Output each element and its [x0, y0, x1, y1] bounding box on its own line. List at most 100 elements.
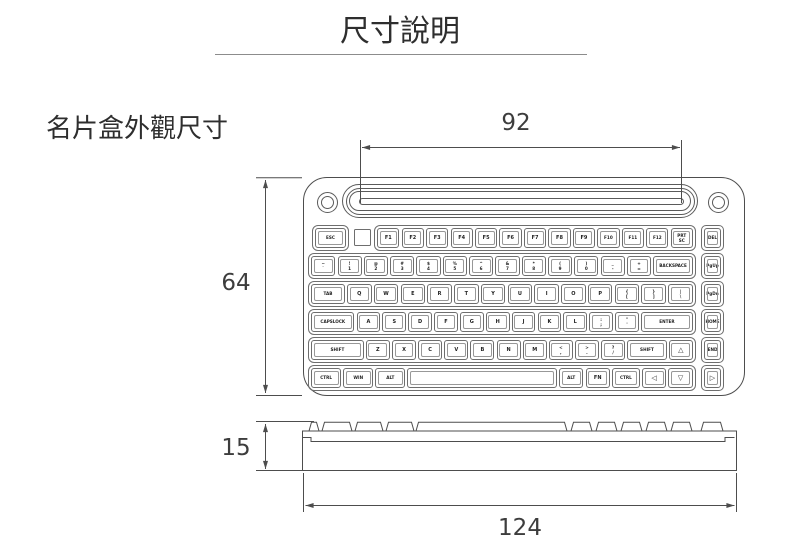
key-label: < — [559, 344, 563, 350]
key-enter: ENTER — [641, 312, 693, 332]
key-o: O — [561, 284, 586, 304]
key-label: U — [517, 290, 522, 297]
key-t: T — [454, 284, 479, 304]
key-label: F11 — [628, 234, 638, 240]
key-label: ◁ — [651, 373, 657, 382]
key-tab: TAB — [311, 284, 345, 304]
key-label: TAB — [323, 290, 333, 296]
key-shift-left: SHIFT — [311, 340, 364, 360]
key-label: { — [625, 288, 629, 294]
right-screw-hole-outer-icon — [708, 192, 729, 213]
key-label: * — [532, 260, 535, 266]
number-key-row: ~`!1@2#3$4%5^6&7*8(9)0_-+=BACKSPACE — [308, 253, 696, 279]
card-slot-outline-3 — [349, 191, 691, 211]
key-label: 4 — [427, 266, 430, 271]
key-minus: _- — [600, 256, 625, 276]
key-7: &7 — [495, 256, 520, 276]
key-label: CAPSLOCK — [320, 318, 346, 324]
key-label: E — [411, 290, 415, 297]
key-shift-right: SHIFT — [627, 340, 667, 360]
key-f12: F12 — [646, 228, 669, 248]
key-b: B — [470, 340, 495, 360]
key-label: % — [452, 260, 457, 266]
key-label: Z — [376, 346, 380, 353]
key-f: F — [434, 312, 458, 332]
key-label: | — [679, 288, 682, 294]
key-label: = — [637, 266, 641, 271]
key-label: PgDn — [706, 290, 719, 296]
key-label: N — [506, 346, 511, 353]
key-3: #3 — [390, 256, 415, 276]
key-label: H — [495, 318, 500, 325]
key-d: D — [408, 312, 432, 332]
key-label: ▷ — [709, 373, 716, 382]
key-label: # — [400, 260, 404, 266]
key-j: J — [511, 312, 536, 332]
key-label: ` — [322, 266, 325, 271]
key-label: F3 — [433, 234, 441, 241]
key-label: I — [545, 290, 548, 297]
key-backtick: ~` — [311, 256, 336, 276]
key-label: A — [366, 318, 371, 325]
key-del: DEL — [704, 228, 721, 248]
dimension-thickness: 15 — [221, 435, 251, 461]
key-label: ^ — [479, 260, 483, 266]
key-label: X — [402, 346, 406, 353]
key-label: SHIFT — [330, 346, 345, 352]
key-label: 6 — [479, 266, 483, 271]
key-label: PgUp — [706, 262, 719, 268]
key-label: " — [625, 316, 629, 322]
key-label: Q — [357, 290, 362, 297]
key-home: HOME — [704, 312, 721, 332]
key-label: , — [560, 350, 562, 355]
key-label: 0 — [584, 266, 588, 271]
key-slash: ?/ — [601, 340, 626, 360]
key-label: ESC — [326, 234, 335, 240]
key-pgdn: PgDn — [704, 284, 721, 304]
key-label: ALT — [386, 374, 395, 380]
key-label: CTRL — [619, 374, 632, 380]
key-arrow-right: ▷ — [704, 368, 721, 388]
key-s: S — [382, 312, 407, 332]
key-label: F — [444, 318, 448, 325]
key-arrow-down: ▽ — [668, 368, 693, 388]
key-e: E — [400, 284, 426, 304]
key-label: F6 — [507, 234, 515, 241]
key-label: : — [600, 316, 602, 322]
key-m: M — [522, 340, 547, 360]
key-h: H — [485, 312, 510, 332]
key-label: ( — [559, 260, 562, 266]
key-label: ▽ — [677, 373, 684, 382]
key-f11: F11 — [621, 228, 644, 248]
key-c: C — [418, 340, 443, 360]
key-label: 3 — [400, 266, 404, 271]
key-label: + — [637, 260, 641, 266]
key-label: ' — [626, 322, 628, 327]
key-u: U — [507, 284, 533, 304]
key-label: B — [480, 346, 485, 353]
key-label: F5 — [482, 234, 490, 241]
title-divider — [215, 54, 587, 55]
key-6: ^6 — [469, 256, 494, 276]
left-screw-hole-outer-icon — [317, 192, 338, 213]
key-label: - — [611, 266, 614, 271]
key-f6: F6 — [499, 228, 522, 248]
key-pgup: PgUp — [704, 256, 721, 276]
key-equals: += — [626, 256, 652, 276]
key-space — [407, 368, 557, 388]
key-label: ? — [611, 344, 615, 350]
key-label: O — [571, 290, 576, 297]
key-8: *8 — [521, 256, 546, 276]
key-alt-right: ALT — [559, 368, 584, 388]
key-label: L — [573, 318, 577, 325]
key-label: R — [437, 290, 442, 297]
key-label: ALT — [567, 374, 576, 380]
key-label: ; — [600, 322, 602, 327]
key-f8: F8 — [548, 228, 571, 248]
key-ctrl-left: CTRL — [311, 368, 342, 388]
key-label: 8 — [532, 266, 536, 271]
key-label: ) — [585, 260, 588, 266]
